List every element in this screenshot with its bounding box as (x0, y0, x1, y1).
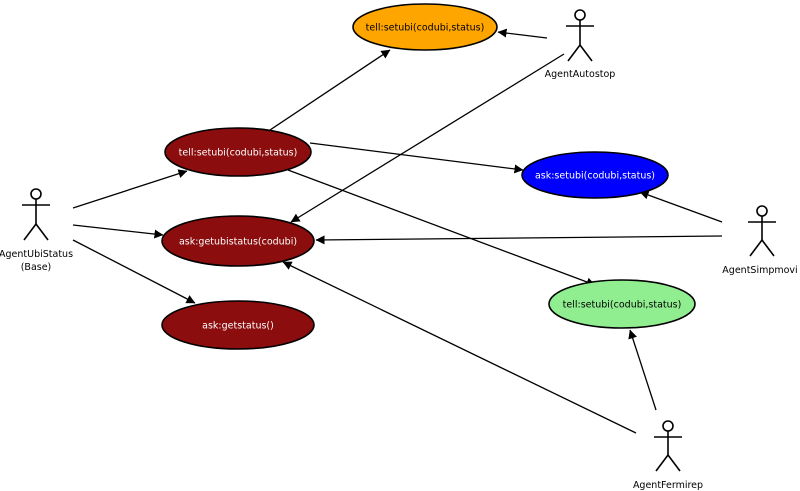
use-case-label: ask:getstatus() (202, 321, 274, 332)
use-case-tell-setubi-red: tell:setubi(codubi,status) (164, 127, 312, 177)
stick-figure-icon (22, 188, 50, 241)
edge-ubistatus-to-ask-getstatus (72, 239, 196, 304)
use-case-label: tell:setubi(codubi,status) (179, 148, 298, 159)
edge-simpmovi-to-ask-getubistatus (315, 235, 723, 245)
use-case-ellipse (164, 127, 312, 177)
use-case-ellipse (161, 300, 315, 350)
actor-label-line2: (Base) (21, 262, 52, 273)
use-case-label: ask:setubi(codubi,status) (535, 171, 655, 182)
stick-figure-icon (566, 9, 594, 62)
actor-agent-fermirep: AgentFermirep (633, 420, 703, 491)
edge-fermirep-to-ask-getubistatus (282, 261, 637, 434)
use-case-ask-setubi-blue: ask:setubi(codubi,status) (521, 151, 669, 199)
use-case-ellipse (161, 215, 315, 267)
edge-tell-setubi-to-green (287, 169, 596, 287)
actor-label: AgentFermirep (633, 480, 703, 491)
edge-tell-setubi-to-orange (269, 49, 391, 131)
stick-figure-icon (654, 420, 682, 472)
edge-autostop-to-orange (497, 28, 548, 39)
use-case-tell-setubi-green: tell:setubi(codubi,status) (548, 279, 696, 329)
use-case-ellipse (352, 3, 498, 51)
edge-ubistatus-to-ask-getubistatus (72, 224, 164, 239)
edge-autostop-to-ask-getubistatus (290, 53, 565, 223)
use-case-ask-getubistatus: ask:getubistatus(codubi) (161, 215, 315, 267)
edge-simpmovi-to-blue (639, 190, 723, 223)
actor-label: AgentSimpmovi (722, 265, 797, 276)
use-case-tell-setubi-orange: tell:setubi(codubi,status) (352, 3, 498, 51)
edge-fermirep-to-green (628, 329, 657, 411)
actor-agent-simpmovi: AgentSimpmovi (722, 205, 798, 276)
actor-agent-autostop: AgentAutostop (545, 9, 616, 80)
actor-label: AgentUbiStatus (0, 249, 73, 260)
use-case-ellipse (548, 279, 696, 329)
actor-label: AgentAutostop (545, 69, 616, 80)
use-case-label: tell:setubi(codubi,status) (366, 23, 485, 34)
use-case-ellipse (521, 151, 669, 199)
stick-figure-icon (748, 205, 776, 257)
actor-agent-ubistatus: AgentUbiStatus (Base) (0, 188, 73, 273)
edge-ubistatus-to-tell-setubi (72, 169, 188, 209)
use-case-ask-getstatus: ask:getstatus() (161, 300, 315, 350)
edge-tell-setubi-to-blue (309, 142, 524, 174)
edges (72, 28, 723, 434)
use-case-label: tell:setubi(codubi,status) (563, 300, 682, 311)
use-case-label: ask:getubistatus(codubi) (179, 237, 297, 248)
